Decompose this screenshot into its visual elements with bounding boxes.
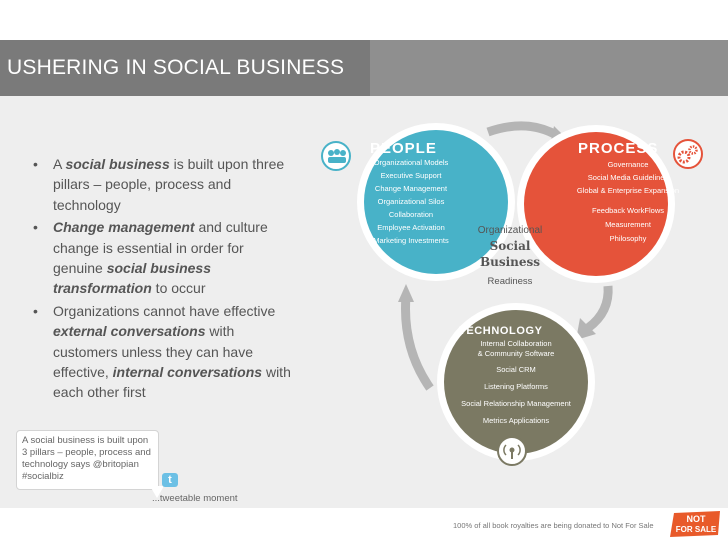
people-item: Collaboration [389, 210, 433, 219]
center-line: Business [480, 255, 540, 269]
tweet-tail [150, 486, 164, 498]
tweet-text: A social business is built upon 3 pillar… [22, 435, 151, 482]
technology-item: Listening Platforms [484, 382, 548, 391]
bullet-text: Organizations cannot have effective [53, 302, 276, 319]
bullet-list: A social business is built upon three pi… [33, 154, 295, 405]
people-list: Organizational Models Executive Support … [373, 158, 449, 245]
bullet-item: Change management and culture change is … [33, 217, 295, 299]
technology-item: & Community Software [478, 349, 555, 358]
people-item: Employee Activation [377, 223, 445, 232]
bullet-item: A social business is built upon three pi… [33, 154, 295, 215]
process-item: Governance [608, 160, 649, 169]
title-bar: USHERING IN SOCIAL BUSINESS [0, 40, 728, 96]
process-circle: PROCESS Governance Social Media Guidelin… [517, 125, 703, 283]
tweetable-caption: ...tweetable moment [152, 493, 238, 504]
bullet-emphasis: social business transformation [53, 260, 211, 297]
bullet-emphasis: Change management [53, 219, 195, 236]
logo-line: FOR SALE [676, 525, 717, 534]
technology-list: Internal Collaboration & Community Softw… [461, 339, 572, 425]
process-item: Philosophy [610, 234, 647, 243]
bullet-text: to occur [151, 280, 206, 297]
footer-note: 100% of all book royalties are being don… [453, 521, 654, 530]
process-list: Governance Social Media Guidelines Globa… [577, 160, 679, 243]
center-line: Organizational [478, 225, 542, 236]
bullet-emphasis: social business [65, 156, 170, 172]
gears-icon [673, 139, 703, 169]
people-item: Executive Support [381, 171, 443, 180]
people-item: Marketing Investments [373, 236, 449, 245]
people-title: PEOPLE [370, 140, 437, 157]
center-line: Social [490, 239, 531, 253]
process-item: Feedback WorkFlows [592, 206, 664, 215]
bullet-text: with each other first [53, 364, 291, 401]
bullet-text: with customers unless they can have effe… [53, 323, 253, 381]
top-band [0, 0, 728, 40]
people-item: Organizational Silos [378, 197, 445, 206]
bullet-emphasis: external conversations [53, 323, 206, 340]
process-item: Measurement [605, 220, 652, 229]
people-icon [321, 141, 351, 171]
technology-item: Metrics Applications [483, 416, 550, 425]
slide-title: USHERING IN SOCIAL BUSINESS [0, 40, 370, 96]
arrow-head-icon [398, 284, 414, 302]
bullet-text: A [53, 156, 66, 172]
bullet-text: is built upon three pillars – people, pr… [53, 156, 285, 213]
technology-item: Social CRM [496, 365, 536, 374]
bullet-text: and culture change is essential in order… [53, 219, 268, 277]
arrow-technology-to-people [401, 295, 434, 391]
twitter-icon[interactable]: t [162, 473, 178, 487]
center-line: Readiness [488, 276, 533, 287]
process-title: PROCESS [578, 140, 658, 157]
process-item: Social Media Guidelines [588, 173, 669, 182]
bullet-item: Organizations cannot have effective exte… [33, 301, 295, 403]
arrow-people-to-process [486, 121, 561, 140]
technology-item: Social Relationship Management [461, 399, 572, 408]
process-item: Global & Enterprise Expansion [577, 186, 679, 195]
people-item: Organizational Models [374, 158, 449, 167]
not-for-sale-logo: NOT FOR SALE [670, 511, 720, 537]
arrow-process-to-technology [585, 285, 613, 332]
center-label: Organizational Social Business Readiness [478, 225, 542, 287]
people-item: Change Management [375, 184, 448, 193]
arrow-head-icon [576, 318, 596, 340]
tweet-box[interactable]: A social business is built upon 3 pillar… [16, 430, 159, 490]
people-circle: PEOPLE Organizational Models Executive S… [321, 123, 515, 281]
bullet-emphasis: internal conversations [112, 364, 263, 381]
logo-line: NOT [687, 514, 707, 524]
technology-title: TECHNOLOGY [459, 325, 543, 337]
social-business-diagram: PEOPLE Organizational Models Executive S… [321, 121, 703, 466]
technology-item: Internal Collaboration [480, 339, 551, 348]
technology-circle: TECHNOLOGY Internal Collaboration & Comm… [437, 303, 595, 466]
